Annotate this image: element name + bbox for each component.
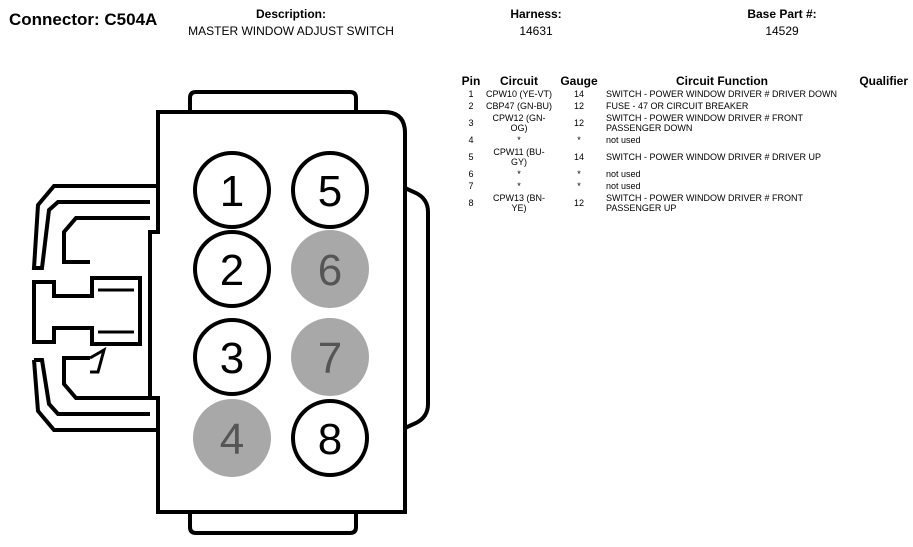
- pin-cell: 6: [468, 169, 474, 179]
- gauge-cell: 12: [573, 118, 584, 128]
- table-row: 5 CPW11 (BU-GY) 14 SWITCH - POWER WINDOW DR…: [456, 146, 908, 168]
- qualifier-cell: [838, 88, 908, 100]
- pin-cell: 8: [468, 198, 474, 208]
- description-label: Description:: [255, 7, 326, 21]
- cavity-number: 3: [220, 334, 244, 383]
- function-header: Circuit Function: [676, 74, 768, 88]
- gauge-cell: *: [577, 181, 581, 191]
- qualifier-cell: [838, 134, 908, 146]
- cavity-number: 1: [220, 167, 244, 216]
- function-cell: not used: [606, 135, 641, 145]
- cavity-number: 8: [318, 415, 342, 464]
- pin-cell: 2: [468, 101, 474, 111]
- base-part-value: 14529: [765, 24, 799, 38]
- cavity-6: [291, 230, 369, 308]
- left-latch-lower-bar: [62, 356, 150, 400]
- cavity-4: [193, 399, 271, 477]
- left-latch-upper-bar: [62, 216, 150, 264]
- cavity-number: 7: [318, 334, 342, 383]
- table-row: 2 CBP47 (GN-BU) 12 FUSE - 47 OR CIRCUIT BRE…: [456, 100, 908, 112]
- function-cell: not used: [606, 169, 641, 179]
- qualifier-cell: [838, 112, 908, 134]
- description-block: Description: MASTER WINDOW ADJUST SWITCH: [176, 7, 406, 39]
- pinout-header-row: Pin Circuit Gauge Circuit Function Quali…: [456, 72, 908, 88]
- pin-header: Pin: [461, 74, 481, 88]
- cavity-number: 4: [220, 415, 244, 464]
- function-cell: SWITCH - POWER WINDOW DRIVER # FRONT PAS…: [606, 193, 803, 213]
- pin-cell: 7: [468, 181, 474, 191]
- pinout-table: Pin Circuit Gauge Circuit Function Quali…: [456, 72, 908, 214]
- function-cell: SWITCH - POWER WINDOW DRIVER # DRIVER UP: [606, 152, 822, 162]
- pin-cell: 3: [468, 118, 474, 128]
- gauge-cell: 12: [573, 101, 584, 111]
- function-cell: SWITCH - POWER WINDOW DRIVER # DRIVER DO…: [606, 89, 837, 99]
- left-latch-lower: [32, 358, 158, 432]
- left-latch-middle: [32, 276, 142, 346]
- cavity-number: 5: [318, 167, 342, 216]
- connector-housing: [148, 110, 407, 514]
- left-latch-middle-inner: [98, 288, 134, 334]
- gauge-cell: 14: [573, 89, 584, 99]
- pin-cell: 1: [468, 89, 474, 99]
- table-row: 4 * * not used: [456, 134, 908, 146]
- table-row: 1 CPW10 (YE-VT) 14 SWITCH - POWER WINDOW DR…: [456, 88, 908, 100]
- cavity-5: [291, 151, 369, 229]
- circuit-header: Circuit: [499, 74, 538, 88]
- circuit-cell: CPW12 (GN-OG): [492, 113, 546, 133]
- cavity-2: [193, 230, 271, 308]
- circuit-cell: CPW10 (YE-VT): [486, 89, 553, 99]
- circuit-cell: CPW13 (BN-YE): [492, 193, 545, 213]
- function-cell: not used: [606, 181, 641, 191]
- circuit-cell: *: [517, 181, 521, 191]
- harness-value: 14631: [519, 24, 553, 38]
- qualifier-cell: [838, 180, 908, 192]
- table-row: 6 * * not used: [456, 168, 908, 180]
- gauge-cell: 14: [573, 152, 584, 162]
- cavity-1: [193, 151, 271, 229]
- qualifier-header: Qualifier: [859, 74, 908, 88]
- function-cell: SWITCH - POWER WINDOW DRIVER # FRONT PAS…: [606, 113, 803, 133]
- circuit-cell: CBP47 (GN-BU): [486, 101, 553, 111]
- harness-block: Harness: 14631: [486, 7, 586, 39]
- left-latch-hook: [89, 346, 107, 374]
- pin-cell: 5: [468, 152, 474, 162]
- circuit-cell: *: [517, 169, 521, 179]
- cavity-8: [291, 399, 369, 477]
- cavity-7: [291, 318, 369, 396]
- connector-right-latch: [404, 186, 430, 430]
- qualifier-cell: [838, 168, 908, 180]
- base-part-block: Base Part #: 14529: [732, 7, 832, 39]
- qualifier-cell: [838, 192, 908, 214]
- description-value: MASTER WINDOW ADJUST SWITCH: [188, 24, 394, 38]
- left-latch-upper: [31, 184, 158, 270]
- pin-cell: 4: [468, 135, 474, 145]
- gauge-header: Gauge: [560, 74, 598, 88]
- cavity-number: 2: [220, 246, 244, 295]
- table-row: 8 CPW13 (BN-YE) 12 SWITCH - POWER WINDOW DR…: [456, 192, 908, 214]
- gauge-cell: 12: [573, 198, 584, 208]
- circuit-cell: CPW11 (BU-GY): [493, 147, 545, 167]
- function-cell: FUSE - 47 OR CIRCUIT BREAKER: [606, 101, 749, 111]
- qualifier-cell: [838, 146, 908, 168]
- gauge-cell: *: [577, 135, 581, 145]
- table-row: 7 * * not used: [456, 180, 908, 192]
- cavity-3: [193, 318, 271, 396]
- connector-top-latch: [188, 90, 358, 112]
- harness-label: Harness:: [510, 7, 562, 21]
- circuit-cell: *: [517, 135, 521, 145]
- cavity-number: 6: [318, 246, 342, 295]
- connector-bottom-latch: [188, 512, 358, 535]
- cavity-group: 1 2 3 4 5 6 7 8: [193, 151, 369, 477]
- qualifier-cell: [838, 100, 908, 112]
- table-row: 3 CPW12 (GN-OG) 12 SWITCH - POWER WINDOW DR…: [456, 112, 908, 134]
- gauge-cell: *: [577, 169, 581, 179]
- connector-title: Connector: C504A: [9, 10, 158, 29]
- base-part-label: Base Part #:: [747, 7, 817, 21]
